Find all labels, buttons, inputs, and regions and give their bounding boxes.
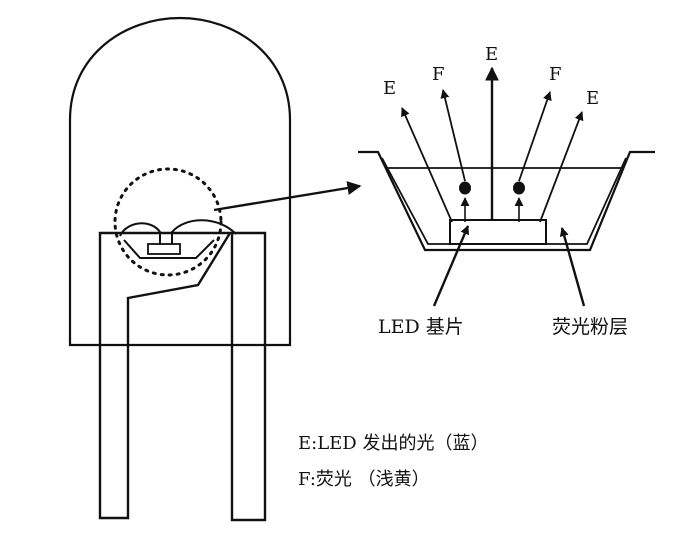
phosphor-particle-right xyxy=(513,181,525,195)
ray-f-right xyxy=(518,91,552,182)
ray-e-left xyxy=(401,107,453,223)
ray-f-left xyxy=(440,89,466,182)
left-lead xyxy=(98,231,233,520)
epoxy-dome xyxy=(68,16,292,347)
led-lamp xyxy=(68,16,362,522)
magnify-arrow xyxy=(213,181,362,212)
chip-pointer xyxy=(432,225,470,307)
legend-line-f: F:荧光 （浅黄） xyxy=(298,469,430,490)
magnify-circle xyxy=(113,167,223,277)
enlarged-cup xyxy=(358,66,655,307)
cup-bottom xyxy=(123,239,215,259)
bond-wire-right xyxy=(171,219,237,244)
label-e-left: E xyxy=(383,78,396,99)
label-f-right: F xyxy=(549,64,562,85)
label-led-chip: LED 基片 xyxy=(378,316,464,338)
cup-chip xyxy=(147,243,181,255)
label-phosphor-layer: 荧光粉层 xyxy=(552,316,628,338)
legend-line-e: E:LED 发出的光（蓝） xyxy=(298,433,488,454)
phosphor-pointer xyxy=(559,227,586,307)
label-e-right: E xyxy=(586,88,599,109)
ray-e-right xyxy=(539,111,584,223)
right-lead xyxy=(230,231,267,522)
cup-outline xyxy=(358,150,655,252)
bond-wire-left xyxy=(119,222,161,244)
label-f-left: F xyxy=(432,64,445,85)
label-e-center: E xyxy=(485,44,498,65)
phosphor-particle-left xyxy=(459,181,471,195)
